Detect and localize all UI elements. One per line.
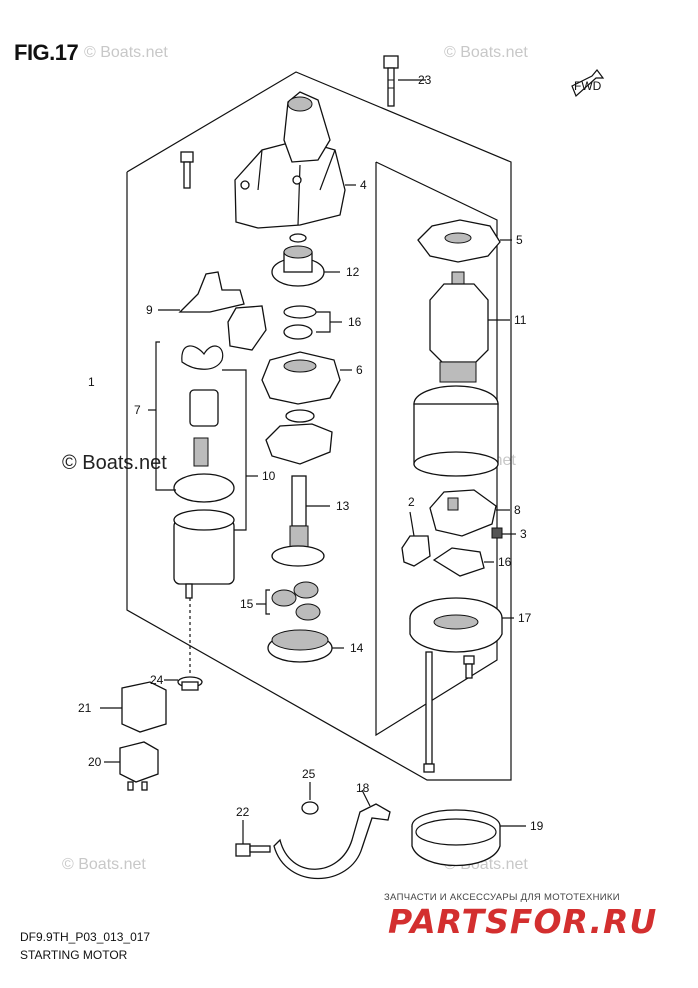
watermark-dark: © Boats.net	[62, 452, 167, 474]
callout-13: 13	[336, 499, 350, 513]
snap-ring-16	[283, 305, 317, 340]
plate-5	[417, 219, 501, 263]
callout-4: 4	[360, 178, 367, 192]
callout-23: 23	[418, 73, 432, 87]
callout-21: 21	[78, 701, 92, 715]
callout-19: 19	[530, 819, 544, 833]
watermark: © Boats.net	[62, 856, 146, 873]
armature-11	[429, 271, 489, 383]
forward-label: FWD	[574, 79, 602, 93]
lever-9	[178, 271, 245, 313]
end-cover-17	[409, 597, 503, 653]
ring-gear-14	[267, 629, 333, 663]
callout-16: 16	[348, 315, 362, 329]
callout-12: 12	[346, 265, 360, 279]
solenoid-housing-4	[234, 91, 346, 229]
watermark: © Boats.net	[84, 44, 168, 61]
bracket-18	[273, 803, 391, 879]
bolt-22	[235, 843, 271, 857]
callout-1: 1	[88, 375, 95, 389]
gasket	[265, 423, 333, 465]
small-bolt	[463, 655, 475, 679]
callout-24: 24	[150, 673, 164, 687]
washer	[285, 409, 315, 423]
figure-title: FIG.17	[14, 40, 79, 65]
callout-3: 3	[520, 527, 527, 541]
snap-ring-16-lower	[432, 547, 485, 577]
terminal-2	[401, 535, 431, 567]
callout-16-lower: 16	[498, 555, 512, 569]
diagram-code: DF9.9TH_P03_013_017	[20, 930, 151, 944]
callout-6: 6	[356, 363, 363, 377]
brush-set-7	[173, 305, 267, 503]
bolt-small	[180, 151, 194, 189]
pinion-gear-12	[271, 233, 325, 287]
bolt-23	[383, 55, 399, 107]
shop-tagline: ЗАПЧАСТИ И АКСЕССУАРЫ ДЛЯ МОТОТЕХНИКИ	[384, 892, 620, 903]
brush-holder-8	[429, 489, 497, 537]
through-bolt	[423, 651, 435, 773]
watermark: © Boats.net	[444, 44, 528, 61]
yoke	[413, 385, 499, 477]
callout-20: 20	[88, 755, 102, 769]
callout-2: 2	[408, 495, 415, 509]
diagram-caption: STARTING MOTOR	[20, 948, 128, 962]
callout-10: 10	[262, 469, 276, 483]
callout-17: 17	[518, 611, 532, 625]
callout-18: 18	[356, 781, 370, 795]
shop-brand-logo: PARTSFOR.RU	[388, 902, 658, 941]
forward-arrow-icon: FWD	[571, 69, 605, 98]
connector-20	[119, 741, 159, 791]
callout-25: 25	[302, 767, 316, 781]
callout-22: 22	[236, 805, 250, 819]
callout-11: 11	[514, 313, 527, 327]
callout-15: 15	[240, 597, 254, 611]
washer-25	[301, 801, 319, 815]
callout-9: 9	[146, 303, 153, 317]
drive-housing-6	[261, 351, 341, 405]
motor-case	[173, 509, 235, 599]
callout-14: 14	[350, 641, 364, 655]
callout-7: 7	[134, 403, 141, 417]
rubber-band-19	[411, 809, 501, 867]
callout-5: 5	[516, 233, 523, 247]
subassembly-outline	[375, 161, 498, 737]
assembly-outline	[126, 71, 512, 781]
shaft-13	[271, 475, 325, 567]
callout-8: 8	[514, 503, 521, 517]
nut-3	[491, 527, 503, 539]
grommet-24	[177, 676, 203, 691]
relay-21	[121, 681, 167, 733]
planet-gears-15	[271, 581, 321, 621]
